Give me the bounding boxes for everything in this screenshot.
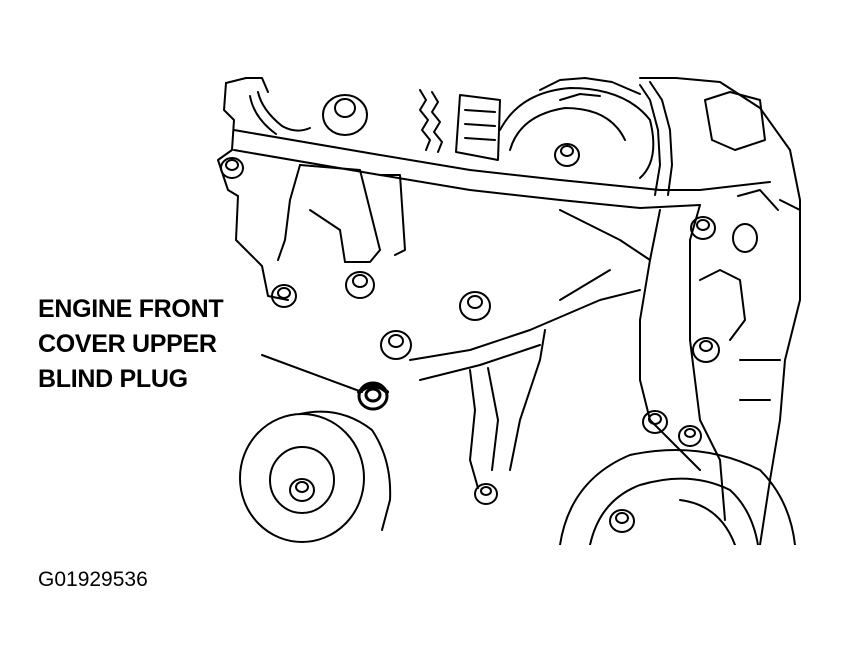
callout-line-3: BLIND PLUG <box>38 365 188 393</box>
callout-leader-line <box>261 354 363 393</box>
bolt <box>459 291 491 321</box>
figure-id: G01929536 <box>38 568 148 591</box>
bolt <box>690 216 716 240</box>
bolt <box>678 425 702 447</box>
timing-chain-sprockets <box>249 77 673 196</box>
bolt <box>380 330 412 360</box>
cover-bolts <box>220 94 758 505</box>
blind-plug <box>357 381 389 411</box>
idler-pulley <box>239 410 392 543</box>
bolt <box>322 94 368 136</box>
front-cover-body <box>233 129 781 521</box>
callout-label: ENGINE FRONT COVER UPPER BLIND PLUG <box>38 292 224 397</box>
bolt <box>220 157 244 179</box>
bolt <box>642 410 668 434</box>
crankshaft-pulley <box>559 449 796 546</box>
bolt <box>732 223 758 253</box>
callout-line-1: ENGINE FRONT <box>38 295 224 323</box>
bolt <box>474 483 498 505</box>
bolt <box>554 143 580 167</box>
bolt <box>692 337 720 363</box>
bolt <box>271 284 297 308</box>
bolt <box>345 271 375 299</box>
engine-block-outline <box>217 77 801 546</box>
callout-line-2: COVER UPPER <box>38 330 217 358</box>
